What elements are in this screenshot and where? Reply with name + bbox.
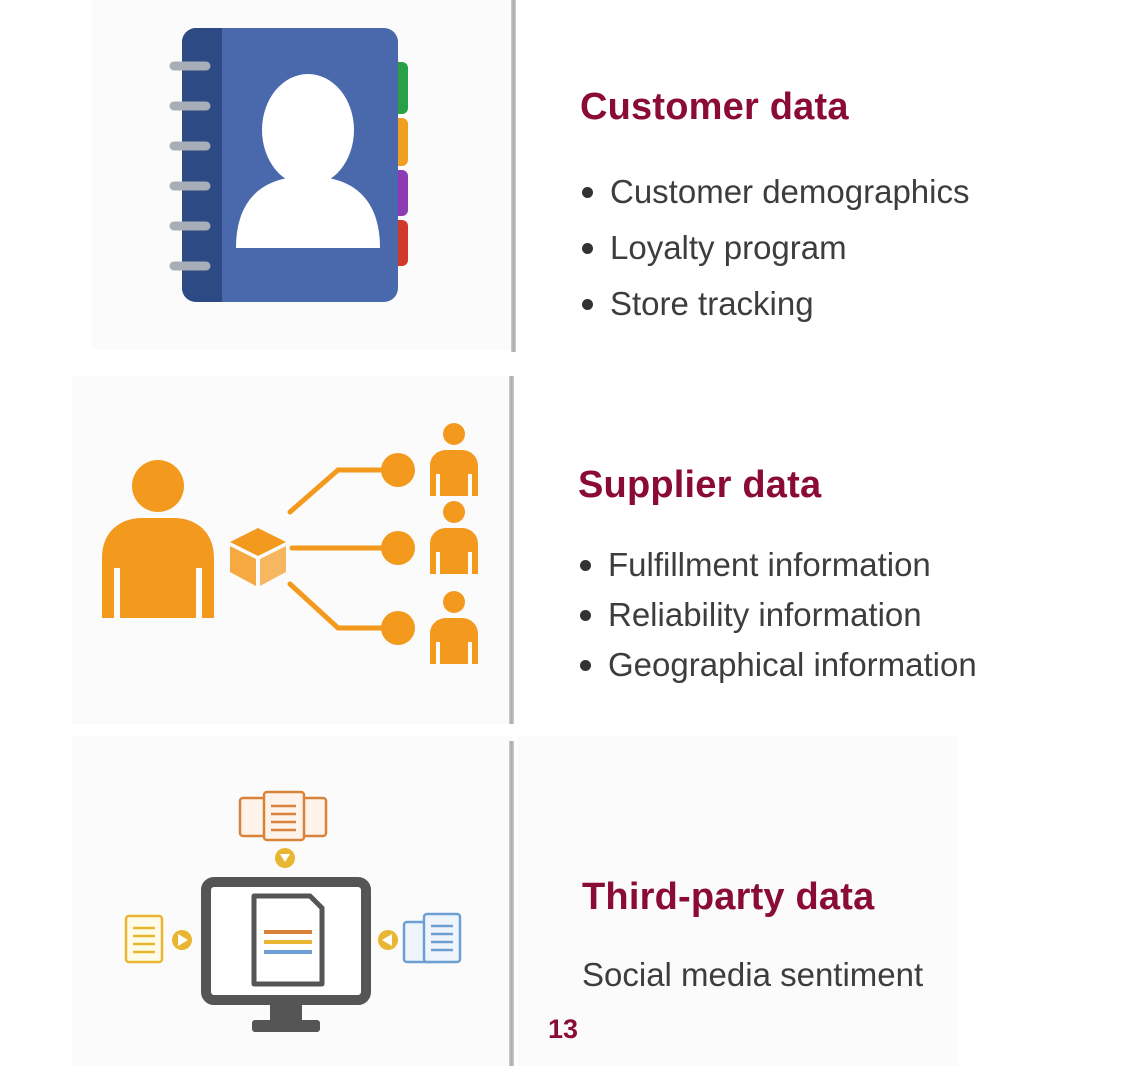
supplier-data-list: Fulfillment information Reliability info…: [578, 540, 977, 690]
supplier-data-title: Supplier data: [578, 464, 822, 506]
customer-data-title: Customer data: [580, 86, 849, 128]
data-sharing-monitor-icon: [118, 788, 478, 1040]
third-party-data-title: Third-party data: [582, 876, 875, 918]
supplier-network-icon: [96, 418, 496, 678]
customer-data-list: Customer demographics Loyalty program St…: [580, 164, 970, 332]
list-item: Fulfillment information: [578, 540, 977, 590]
address-book-icon: [160, 22, 420, 312]
divider-customer: [511, 0, 516, 352]
third-party-data-text: Social media sentiment: [582, 956, 924, 993]
list-item: Geographical information: [578, 640, 977, 690]
divider-supplier: [509, 376, 514, 724]
divider-third-party: [509, 741, 514, 1066]
third-party-text-panel: [518, 736, 958, 1066]
list-item: Customer demographics: [580, 164, 970, 220]
page-number: 13: [548, 1014, 579, 1044]
list-item: Store tracking: [580, 276, 970, 332]
list-item: Reliability information: [578, 590, 977, 640]
list-item: Loyalty program: [580, 220, 970, 276]
